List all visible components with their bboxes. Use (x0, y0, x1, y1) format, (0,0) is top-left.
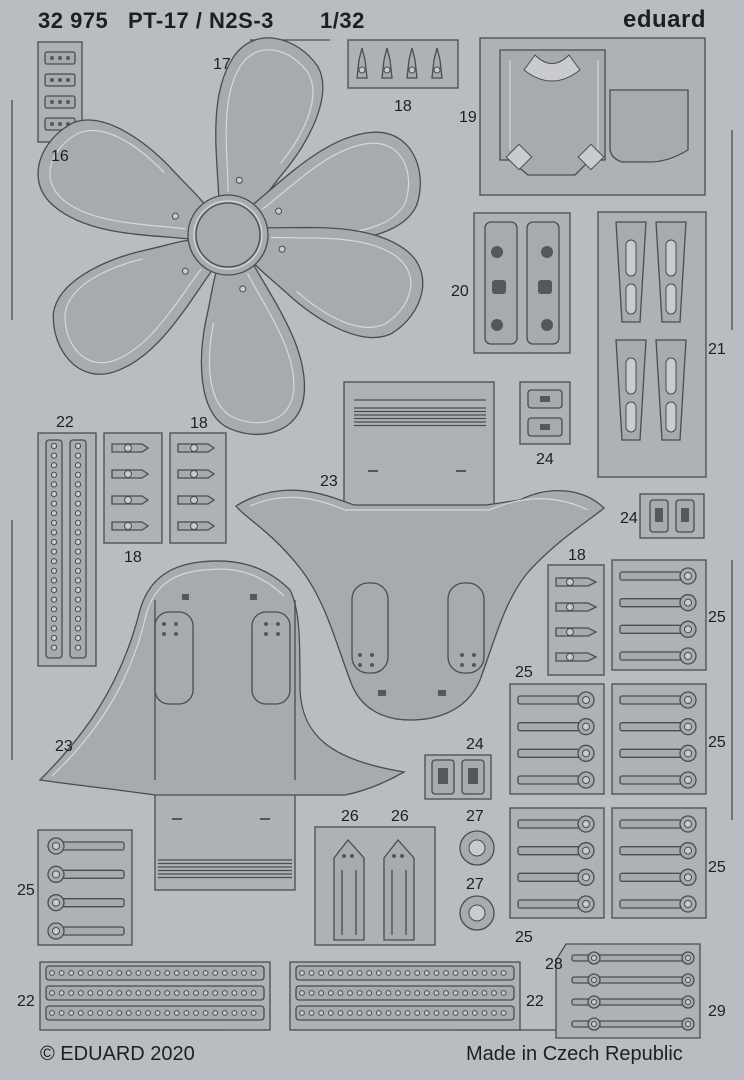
part-23-lower (38, 560, 406, 891)
brand-logo: eduard (623, 6, 707, 33)
part-24-b (639, 493, 705, 539)
part-number-23-lower: 23 (55, 738, 73, 755)
part-number-23-upper: 23 (320, 473, 338, 490)
part-number-22-left: 22 (56, 414, 74, 431)
part-28-29 (555, 943, 701, 1039)
part-number-27-b: 27 (466, 876, 484, 893)
part-number-21: 21 (708, 341, 726, 358)
part-24-a (519, 381, 571, 445)
part-18-top (347, 39, 459, 89)
part-number-18-right: 18 (568, 547, 586, 564)
part-number-28: 28 (545, 956, 563, 973)
part-number-25-mid-bottom: 25 (515, 929, 533, 946)
part-number-18-top: 18 (394, 98, 412, 115)
origin-label: Made in Czech Republic (466, 1043, 683, 1065)
part-number-24-b: 24 (620, 510, 638, 527)
part-number-25-right-top: 25 (708, 609, 726, 626)
part-number-24-a: 24 (536, 451, 554, 468)
part-18-mid (103, 432, 227, 544)
part-22-left (37, 432, 97, 667)
part-number-18-bottom: 18 (124, 549, 142, 566)
part-27-b (459, 895, 495, 931)
part-number-19: 19 (459, 109, 477, 126)
part-21 (597, 211, 707, 478)
part-number-17: 17 (213, 56, 231, 73)
part-number-20: 20 (451, 283, 469, 300)
part-number-27-a: 27 (466, 808, 484, 825)
part-18-right (547, 564, 605, 676)
part-20 (473, 212, 571, 354)
part-23-upper (235, 381, 605, 721)
part-number-25-right-low: 25 (708, 859, 726, 876)
part-number-25-right-mid: 25 (708, 734, 726, 751)
product-scale: 1/32 (320, 8, 365, 33)
part-number-16: 16 (51, 148, 69, 165)
part-24-c (424, 754, 492, 800)
part-number-22-bottom-right: 22 (526, 993, 544, 1010)
part-number-25-mid-top: 25 (515, 664, 533, 681)
product-code: 32 975 (38, 8, 109, 33)
part-number-26-a: 26 (341, 808, 359, 825)
part-number-26-b: 26 (391, 808, 409, 825)
part-17-fan (37, 37, 424, 436)
part-25-groups (37, 559, 707, 946)
part-number-18-mid: 18 (190, 415, 208, 432)
part-27-a (459, 830, 495, 866)
part-number-29: 29 (708, 1003, 726, 1020)
copyright: © EDUARD 2020 (40, 1043, 195, 1065)
part-number-25-left: 25 (17, 882, 35, 899)
part-19 (479, 37, 706, 196)
part-number-24-c: 24 (466, 736, 484, 753)
part-26 (314, 826, 436, 946)
part-number-22-bottom-left: 22 (17, 993, 35, 1010)
product-title: PT-17 / N2S-3 (128, 8, 274, 33)
part-22-bottom (39, 961, 521, 1031)
